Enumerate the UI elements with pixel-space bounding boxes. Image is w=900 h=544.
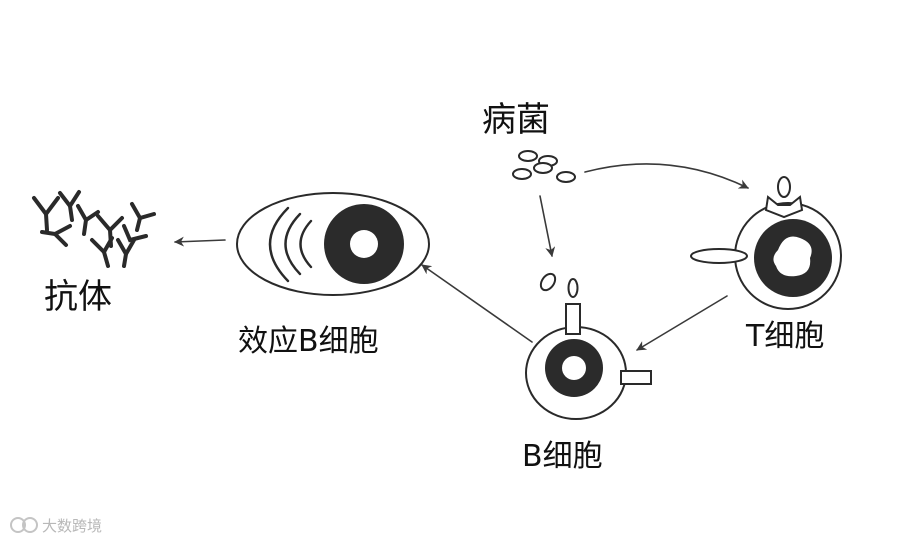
label-antibody: 抗体: [44, 277, 112, 317]
bacterium: [518, 150, 538, 162]
antibody: [32, 196, 60, 232]
label-bacteria: 病菌: [482, 100, 550, 140]
t-cell-antigen: [777, 176, 791, 198]
t-cell: [690, 176, 842, 310]
antibody: [116, 238, 136, 268]
antibody: [76, 204, 100, 236]
bacteria-cluster: [512, 150, 576, 183]
watermark-logo: [10, 517, 38, 533]
b-cell-receptor-top: [565, 303, 581, 335]
watermark: 大数跨境: [10, 517, 102, 535]
arrow-effector-b-cell-to-antibody: [174, 236, 226, 247]
arrow-t-cell-to-b-cell: [636, 295, 728, 351]
antigen-fragments: [539, 272, 579, 298]
antibody: [58, 190, 81, 222]
label-effector-b-cell: 效应B细胞: [238, 324, 379, 359]
arrow-bacteria-to-t-cell: [584, 163, 749, 189]
antibody-cluster: [32, 190, 156, 268]
bacterium: [512, 168, 532, 180]
antibody: [40, 224, 72, 247]
t-cell-receptor: [764, 195, 804, 219]
antibody: [122, 224, 148, 243]
b-cell: [525, 303, 652, 420]
antibody: [130, 202, 156, 232]
er-arcs: [268, 206, 313, 283]
t-cell-surface-molecule: [690, 248, 748, 264]
label-t-cell: T细胞: [745, 319, 824, 354]
arrow-bacteria-to-b-cell: [539, 195, 556, 257]
watermark-text: 大数跨境: [42, 517, 102, 535]
bacterium: [556, 171, 576, 183]
b-cell-receptor-right: [620, 370, 652, 385]
arrow-b-cell-to-effector-b-cell: [421, 264, 533, 343]
antibody: [90, 236, 114, 268]
bacterium: [533, 162, 553, 174]
label-b-cell: B细胞: [522, 439, 603, 474]
effector-b-cell: [236, 192, 430, 296]
